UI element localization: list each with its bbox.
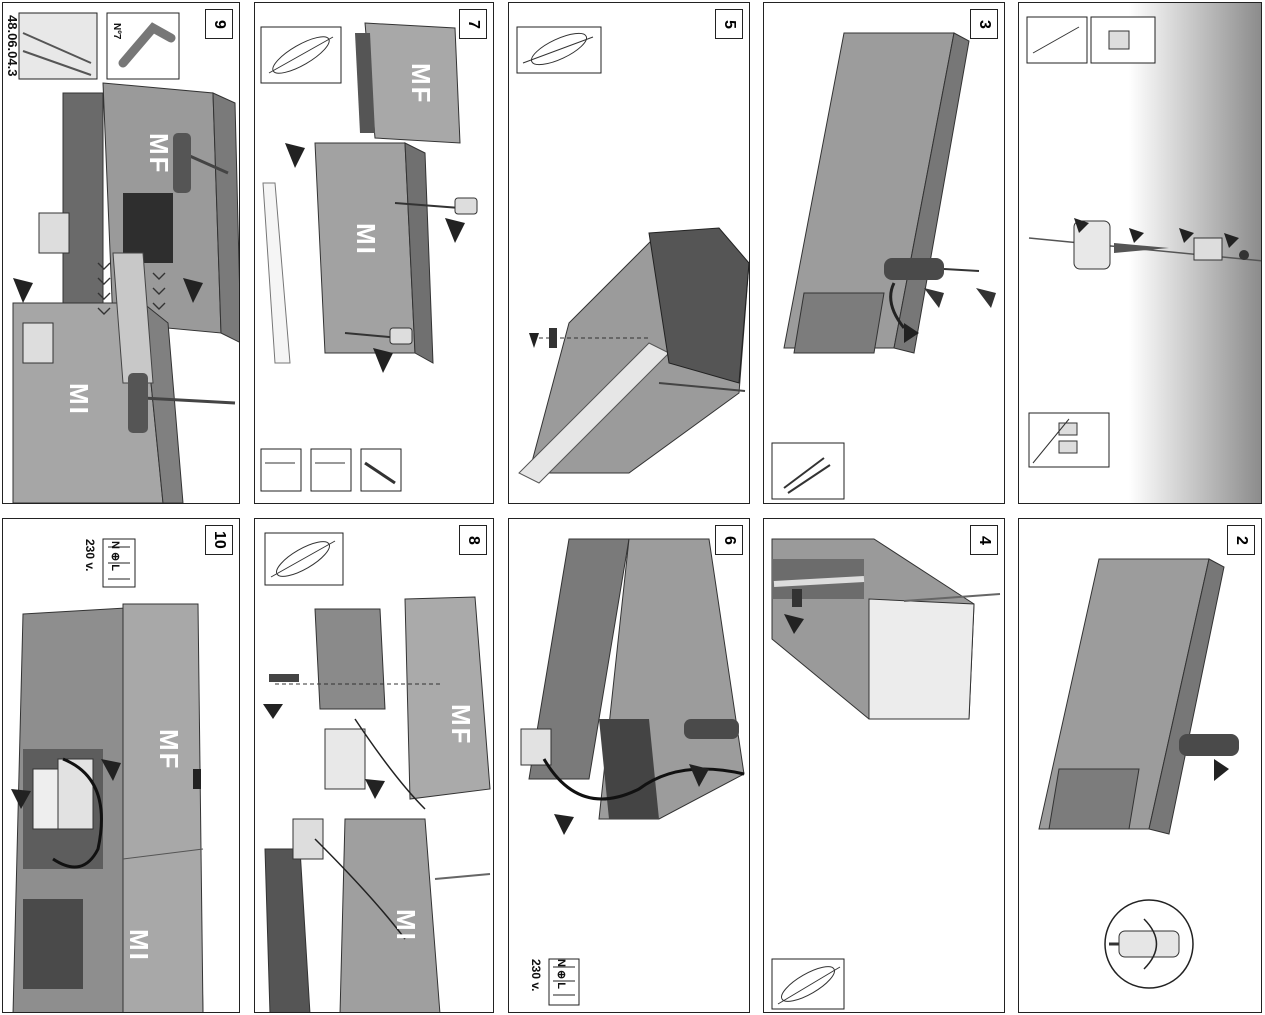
mf-mark: MF	[154, 729, 184, 771]
step-number: 5	[715, 9, 743, 39]
step-panel-1: 1	[1018, 2, 1262, 504]
step-number: 2	[1227, 525, 1255, 555]
step-panel-6: 6 230 v. N ⊕ L	[508, 518, 750, 1013]
mf-mark: MF	[406, 63, 436, 105]
mf-mark: MF	[446, 704, 476, 746]
step-panel-4: 4	[763, 518, 1005, 1013]
step-6-illustration	[520, 538, 745, 1006]
terminal-label: N ⊕ L	[555, 959, 567, 989]
step-3-illustration	[771, 32, 996, 500]
step-panel-9: 9 48.06.04.3	[2, 2, 240, 504]
step-number: 4	[970, 525, 998, 555]
step-1-illustration	[1019, 3, 1261, 503]
mi-mark: MI	[351, 223, 381, 256]
step-panel-2: 2	[1018, 518, 1262, 1013]
document-code: 48.06.04.3	[5, 15, 20, 77]
mi-mark: MI	[124, 929, 154, 962]
step-number: 9	[205, 9, 233, 39]
step-panel-8: 8 MF MI	[254, 518, 494, 1013]
step-number: 7	[459, 9, 487, 39]
step-10-illustration	[11, 538, 204, 1012]
step-4-illustration	[771, 538, 1001, 1010]
step-number: 10	[205, 525, 233, 555]
voltage-label: 230 v.	[83, 539, 97, 572]
step-number: 8	[459, 525, 487, 555]
step-8-illustration	[263, 532, 491, 1012]
step-7-illustration	[260, 22, 478, 492]
mi-mark: MI	[391, 909, 421, 942]
step-panel-7: 7 MF MI	[254, 2, 494, 504]
terminal-label: N ⊕ L	[109, 541, 121, 571]
step-9-illustration	[12, 12, 239, 503]
step-panel-10: 10 230 v. N ⊕ L MF MI	[2, 518, 240, 1013]
voltage-label: 230 v.	[529, 959, 543, 992]
step-panel-5: 5	[508, 2, 750, 504]
tool-number-label: Nº7	[111, 23, 122, 40]
step-panel-3: 3	[763, 2, 1005, 504]
step-2-illustration	[1038, 558, 1239, 989]
mi-mark: MI	[64, 383, 94, 416]
mf-mark: MF	[144, 133, 174, 175]
step-number: 3	[970, 9, 998, 39]
step-5-illustration	[516, 26, 749, 484]
step-number: 6	[715, 525, 743, 555]
